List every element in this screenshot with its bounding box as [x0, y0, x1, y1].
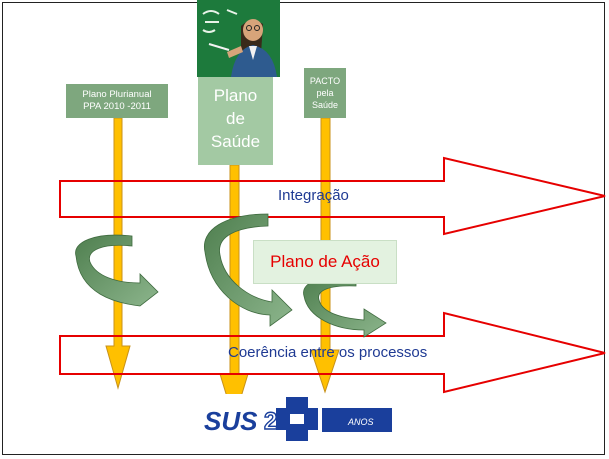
plano-line-1: Plano	[213, 86, 258, 105]
pacto-line-2: pela	[316, 88, 334, 98]
pacto-line-3: Saúde	[311, 100, 339, 110]
pacto-line-1: PACTO	[309, 76, 341, 86]
coherence-label: Coerência entre os processos	[228, 344, 428, 361]
plano-line-3: Saúde	[210, 132, 261, 151]
curved-arrow-right	[303, 275, 387, 338]
ppa-down-arrow	[105, 117, 131, 390]
curved-arrow-left	[75, 234, 159, 307]
presenter-illustration	[197, 0, 280, 77]
sus-20-anos-logo: SUS 20 ANOS	[198, 394, 396, 444]
ppa-box: Plano Plurianual PPA 2010 -2011	[66, 84, 168, 118]
action-plan-box: Plano de Ação	[253, 240, 397, 284]
action-plan-label: Plano de Ação	[270, 252, 380, 271]
plano-saude-box: Plano de Saúde	[198, 72, 273, 165]
ppa-title: Plano Plurianual	[82, 89, 152, 100]
integration-arrow	[59, 156, 606, 236]
sus-20-mark: 20	[263, 397, 318, 441]
ppa-period: PPA 2010 -2011	[83, 101, 151, 112]
presenter-image	[197, 0, 280, 77]
pacto-box: PACTO pela Saúde	[304, 68, 346, 118]
curved-arrow-middle	[203, 213, 293, 327]
sus-anos-text: ANOS	[347, 417, 374, 427]
slide-frame	[2, 2, 605, 455]
integration-label: Integração	[278, 187, 349, 204]
sus-logo-graphic: SUS 20 ANOS	[204, 397, 392, 441]
plano-line-2: de	[226, 109, 245, 128]
sus-brand-text: SUS	[204, 406, 258, 436]
coherence-arrow	[59, 311, 606, 394]
